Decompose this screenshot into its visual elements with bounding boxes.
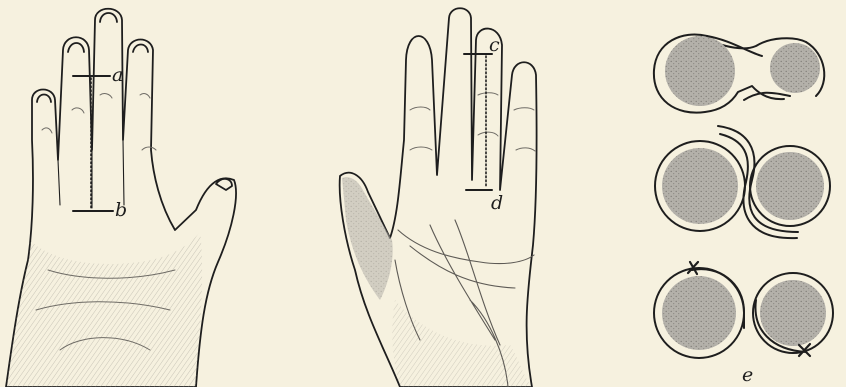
label-e: e <box>742 364 753 386</box>
palm-outline <box>340 8 537 387</box>
label-a: a <box>112 64 123 86</box>
label-c: c <box>489 34 500 56</box>
ring-stage-1 <box>654 34 824 112</box>
label-d: d <box>491 192 503 214</box>
palm-of-hand-figure <box>340 8 537 387</box>
ring-stage-2 <box>655 126 830 238</box>
ring-stage-3 <box>654 262 833 358</box>
label-b: b <box>115 199 127 221</box>
ring-diagrams <box>654 34 833 358</box>
